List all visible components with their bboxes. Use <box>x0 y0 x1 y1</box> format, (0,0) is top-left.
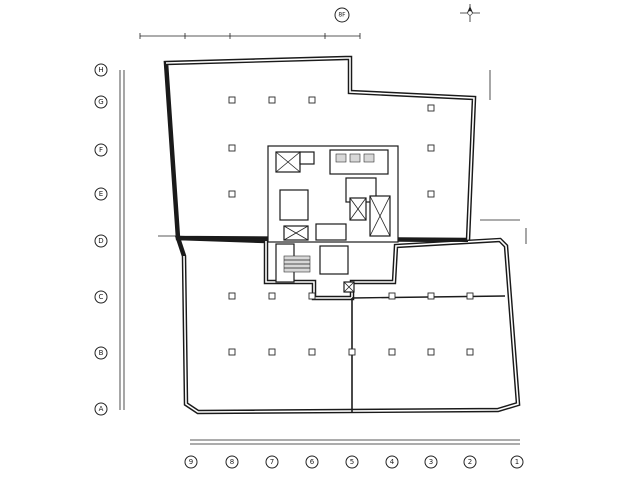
service-core <box>267 145 399 293</box>
lower-wing-outline <box>174 235 521 415</box>
column-axis-6: 6 <box>305 455 319 469</box>
svg-text:1: 1 <box>515 458 519 466</box>
row-axis-E: E <box>94 187 108 201</box>
svg-text:A: A <box>99 405 104 413</box>
svg-text:7: 7 <box>270 458 274 466</box>
svg-text:2: 2 <box>468 458 472 466</box>
column-axis-labels: 9 8 7 6 5 4 3 2 1 <box>184 455 524 469</box>
svg-text:G: G <box>98 98 103 106</box>
svg-text:5: 5 <box>350 458 354 466</box>
svg-text:9: 9 <box>189 458 193 466</box>
column-axis-9: 9 <box>184 455 198 469</box>
row-axis-B: B <box>94 346 108 360</box>
svg-text:8: 8 <box>230 458 234 466</box>
bottom-dimension-line <box>190 439 520 445</box>
structural-columns <box>228 96 474 356</box>
svg-text:3: 3 <box>429 458 433 466</box>
svg-text:F: F <box>99 146 103 154</box>
row-axis-H: H <box>94 63 108 77</box>
svg-text:H: H <box>98 66 103 74</box>
svg-text:C: C <box>99 293 104 301</box>
floor-label: 8F <box>334 7 350 23</box>
column-axis-4: 4 <box>385 455 399 469</box>
north-arrow-icon <box>460 4 480 22</box>
row-axis-F: F <box>94 143 108 157</box>
row-axis-G: G <box>94 95 108 109</box>
floor-label-text: 8F <box>338 12 346 19</box>
top-dimension-line <box>139 33 361 39</box>
column-axis-2: 2 <box>463 455 477 469</box>
column-axis-8: 8 <box>225 455 239 469</box>
column-axis-5: 5 <box>345 455 359 469</box>
row-axis-C: C <box>94 290 108 304</box>
corner-markers <box>158 70 527 244</box>
row-axis-A: A <box>94 402 108 416</box>
svg-text:4: 4 <box>390 458 395 466</box>
svg-text:E: E <box>99 190 103 198</box>
svg-text:D: D <box>98 237 103 245</box>
row-axis-labels: H G F E D C B A <box>94 63 108 416</box>
column-axis-3: 3 <box>424 455 438 469</box>
left-dimension-line <box>119 70 125 410</box>
svg-text:B: B <box>99 349 104 357</box>
column-axis-7: 7 <box>265 455 279 469</box>
svg-text:6: 6 <box>310 458 315 466</box>
column-axis-1: 1 <box>510 455 524 469</box>
row-axis-D: D <box>94 234 108 248</box>
